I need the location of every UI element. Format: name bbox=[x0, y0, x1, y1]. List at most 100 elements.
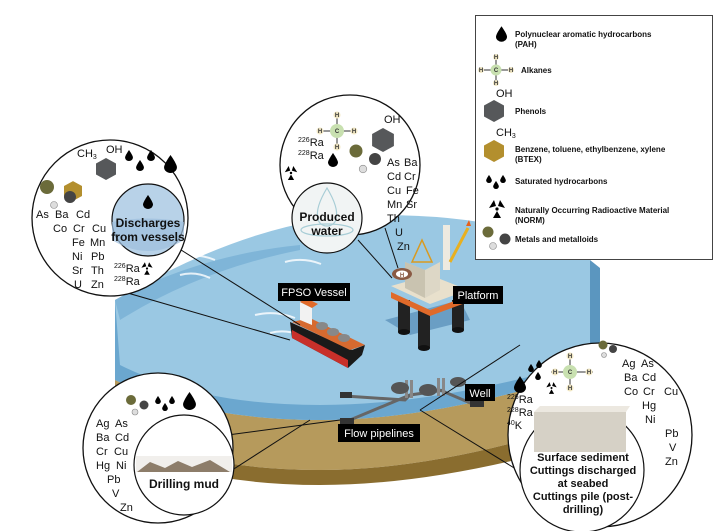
svg-text:(BTEX): (BTEX) bbox=[515, 155, 542, 164]
svg-text:Zn: Zn bbox=[120, 502, 133, 514]
callout-produced-water: Produced water C H H H H OH 226Ra 228Ra … bbox=[279, 94, 421, 254]
svg-text:(PAH): (PAH) bbox=[515, 40, 537, 49]
fpso-vessel bbox=[290, 298, 365, 368]
svg-text:Zn: Zn bbox=[397, 241, 410, 253]
svg-text:H: H bbox=[509, 68, 513, 74]
legend-label-alkanes: Alkanes bbox=[521, 66, 552, 75]
svg-text:(NORM): (NORM) bbox=[515, 216, 545, 225]
vessels-title-2: from vessels bbox=[111, 230, 185, 244]
svg-text:40K: 40K bbox=[507, 420, 523, 432]
svg-text:Th: Th bbox=[387, 213, 400, 225]
svg-text:228Ra: 228Ra bbox=[114, 276, 141, 288]
svg-text:H: H bbox=[479, 68, 483, 74]
callout-discharges-from-vessels: Discharges from vessels CH3 OH As Ba Cd Co… bbox=[31, 139, 189, 297]
alkane-molecule-icon: C H H H H bbox=[551, 352, 593, 392]
svg-text:Co: Co bbox=[53, 223, 67, 235]
svg-text:Th: Th bbox=[91, 265, 104, 277]
svg-text:H: H bbox=[335, 145, 339, 151]
metal-circles-icon bbox=[482, 226, 511, 250]
callout-surface-sediment: Surface sediment Cuttings discharged at … bbox=[507, 340, 693, 531]
svg-text:226Ra: 226Ra bbox=[298, 137, 325, 149]
svg-text:H: H bbox=[494, 81, 498, 87]
svg-text:Ni: Ni bbox=[72, 251, 82, 263]
svg-text:228Ra: 228Ra bbox=[298, 150, 325, 162]
legend-label-metals: Metals and metalloids bbox=[515, 235, 599, 244]
svg-text:Pb: Pb bbox=[91, 251, 104, 263]
tag-platform-text: Platform bbox=[458, 290, 499, 302]
legend-label-btex: Benzene, toluene, ethylbenzene, xylene bbox=[515, 145, 666, 154]
svg-text:C: C bbox=[335, 129, 340, 135]
metal-dark-icon bbox=[369, 153, 381, 165]
metal-light-icon bbox=[131, 408, 139, 416]
sediment-line-2: Cuttings discharged bbox=[530, 465, 636, 477]
svg-text:228Ra: 228Ra bbox=[507, 407, 534, 419]
svg-text:Cd: Cd bbox=[387, 171, 401, 183]
svg-text:Fe: Fe bbox=[406, 185, 419, 197]
svg-text:Pb: Pb bbox=[107, 474, 120, 486]
svg-text:Ba: Ba bbox=[55, 209, 69, 221]
tag-platform: Platform bbox=[453, 286, 503, 304]
tag-well-text: Well bbox=[469, 388, 490, 400]
sediment-line-5: drilling) bbox=[563, 504, 604, 516]
svg-text:As: As bbox=[115, 418, 128, 430]
metal-light-icon bbox=[358, 164, 368, 174]
svg-text:Cu: Cu bbox=[114, 446, 128, 458]
svg-text:Cd: Cd bbox=[115, 432, 129, 444]
legend-label-phenols: Phenols bbox=[515, 107, 547, 116]
svg-text:Hg: Hg bbox=[96, 460, 110, 472]
oil-platform: H bbox=[385, 220, 471, 351]
svg-text:Ni: Ni bbox=[116, 460, 126, 472]
svg-text:As: As bbox=[36, 209, 49, 221]
svg-text:U: U bbox=[395, 227, 403, 239]
alkane-molecule-icon: C H H H H bbox=[316, 111, 358, 151]
svg-text:226Ra: 226Ra bbox=[507, 394, 534, 406]
svg-text:Zn: Zn bbox=[91, 279, 104, 291]
svg-text:H: H bbox=[494, 55, 498, 61]
svg-text:Cr: Cr bbox=[73, 223, 85, 235]
svg-text:OH: OH bbox=[496, 88, 513, 100]
svg-text:Mn: Mn bbox=[387, 199, 402, 211]
svg-text:Ba: Ba bbox=[96, 432, 110, 444]
vessels-title-1: Discharges bbox=[116, 216, 181, 230]
svg-text:Cd: Cd bbox=[76, 209, 90, 221]
sediment-line-1: Surface sediment bbox=[537, 452, 629, 464]
svg-text:H: H bbox=[318, 129, 322, 135]
svg-text:OH: OH bbox=[384, 114, 401, 126]
alkane-molecule-icon: C H H H H bbox=[478, 54, 514, 87]
metal-dark-icon bbox=[64, 191, 76, 203]
legend-label-saturated: Saturated hydrocarbons bbox=[515, 177, 608, 186]
sediment-line-3: at seabed bbox=[558, 478, 609, 490]
tag-pipelines-text: Flow pipelines bbox=[344, 428, 414, 440]
tag-fpso-text: FPSO Vessel bbox=[281, 287, 346, 299]
svg-text:Fe: Fe bbox=[72, 237, 85, 249]
produced-title-2: water bbox=[310, 224, 343, 238]
svg-text:C: C bbox=[494, 68, 499, 74]
produced-title-1: Produced bbox=[299, 210, 354, 224]
legend-label-norm: Naturally Occurring Radioactive Material bbox=[515, 206, 669, 215]
svg-text:Hg: Hg bbox=[642, 400, 656, 412]
svg-text:U: U bbox=[74, 279, 82, 291]
svg-text:Ba: Ba bbox=[624, 372, 638, 384]
flow-pipelines bbox=[340, 377, 484, 424]
svg-text:V: V bbox=[112, 488, 120, 500]
tag-flow-pipelines: Flow pipelines bbox=[338, 424, 420, 442]
metal-olive-icon bbox=[40, 180, 54, 194]
svg-text:Ni: Ni bbox=[645, 414, 655, 426]
ch3-label: CH3 bbox=[77, 148, 97, 161]
pah-drop-icon bbox=[164, 155, 177, 173]
svg-text:Cu: Cu bbox=[664, 386, 678, 398]
svg-text:Ag: Ag bbox=[96, 418, 109, 430]
svg-text:Mn: Mn bbox=[90, 237, 105, 249]
drilling-title: Drilling mud bbox=[149, 477, 219, 491]
svg-text:Ag: Ag bbox=[622, 358, 635, 370]
legend-label-pah: Polynuclear aromatic hydrocarbons bbox=[515, 30, 652, 39]
oh-label: OH bbox=[106, 144, 123, 156]
sediment-line-4: Cuttings pile (post- bbox=[533, 491, 634, 503]
svg-text:H: H bbox=[400, 273, 404, 279]
svg-text:As: As bbox=[641, 358, 654, 370]
